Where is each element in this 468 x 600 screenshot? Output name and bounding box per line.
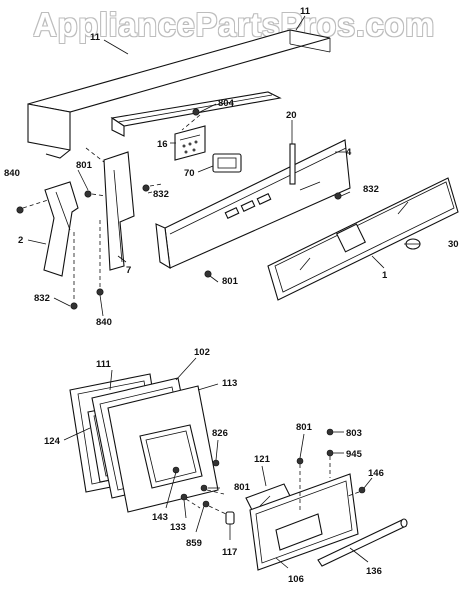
screw-832-right	[334, 192, 342, 200]
callout-4: 4	[346, 147, 352, 158]
callout-801-door-left: 801	[234, 482, 251, 493]
callout-859: 859	[186, 538, 202, 549]
callout-136: 136	[366, 566, 382, 577]
callout-11-top: 11	[300, 6, 311, 17]
part-70-bezel	[212, 153, 242, 173]
screw-945	[326, 449, 334, 457]
part-1-glass-panel	[267, 177, 459, 301]
leader-lines-bottom	[63, 357, 373, 569]
callout-16: 16	[157, 139, 168, 150]
screw-832-mid	[142, 184, 150, 192]
callout-803: 803	[346, 428, 362, 439]
screw-840-lower	[96, 288, 104, 296]
callout-840-lower: 840	[96, 317, 112, 328]
screw-832-lower	[70, 302, 78, 310]
screw-804	[192, 108, 200, 116]
screw-801-door-left	[200, 484, 208, 492]
callout-801-lower: 801	[222, 276, 239, 287]
assembly-lines-bottom	[185, 456, 360, 515]
screw-801-lower	[204, 270, 212, 278]
part-2-side-bracket	[43, 181, 79, 277]
callout-111: 111	[96, 359, 112, 370]
callout-117: 117	[222, 547, 237, 558]
screw-801-door-right	[296, 457, 304, 465]
callout-832-mid: 832	[153, 189, 169, 200]
callout-7: 7	[126, 265, 131, 276]
callout-113: 113	[222, 378, 237, 389]
callout-2: 2	[18, 235, 23, 246]
part-20-post	[289, 143, 296, 185]
callout-labels: 11 11 804 20 16 4 70 840 801 832 832 2 7…	[4, 6, 459, 585]
part-113-door-liner	[107, 385, 219, 513]
assembly-lines-top	[22, 114, 201, 302]
callout-133: 133	[170, 522, 186, 533]
callout-801-upper: 801	[76, 160, 93, 171]
part-11-top-bracket	[27, 29, 331, 159]
callout-146: 146	[368, 468, 384, 479]
screw-859	[202, 500, 210, 508]
part-7-side-bracket	[103, 151, 135, 271]
callout-840-upper: 840	[4, 168, 20, 179]
screw-801-upper	[84, 190, 92, 198]
callout-70: 70	[184, 168, 195, 179]
callout-1: 1	[382, 270, 388, 281]
callout-11-left: 11	[90, 32, 101, 43]
callout-143: 143	[152, 512, 168, 523]
screw-840-upper	[16, 206, 24, 214]
screw-826	[212, 459, 220, 467]
callout-20: 20	[286, 110, 297, 121]
callout-832-lower: 832	[34, 293, 50, 304]
callout-124: 124	[44, 436, 61, 447]
callout-801-door-right: 801	[296, 422, 313, 433]
part-106-outer-door	[249, 473, 359, 571]
part-4-control-panel-backplate	[155, 139, 351, 270]
callout-804: 804	[218, 98, 235, 109]
part-117-end-cap	[225, 511, 235, 525]
callout-945: 945	[346, 449, 363, 460]
leader-lines-top	[27, 15, 420, 317]
part-136-handle	[317, 518, 408, 567]
screw-146	[358, 486, 366, 494]
callout-30: 30	[448, 239, 459, 250]
callout-121: 121	[254, 454, 271, 465]
callout-832-right: 832	[363, 184, 379, 195]
callout-826: 826	[212, 428, 228, 439]
screw-803	[326, 428, 334, 436]
callout-102: 102	[194, 347, 210, 358]
callout-106: 106	[288, 574, 304, 585]
part-16-timer-module	[174, 125, 206, 161]
